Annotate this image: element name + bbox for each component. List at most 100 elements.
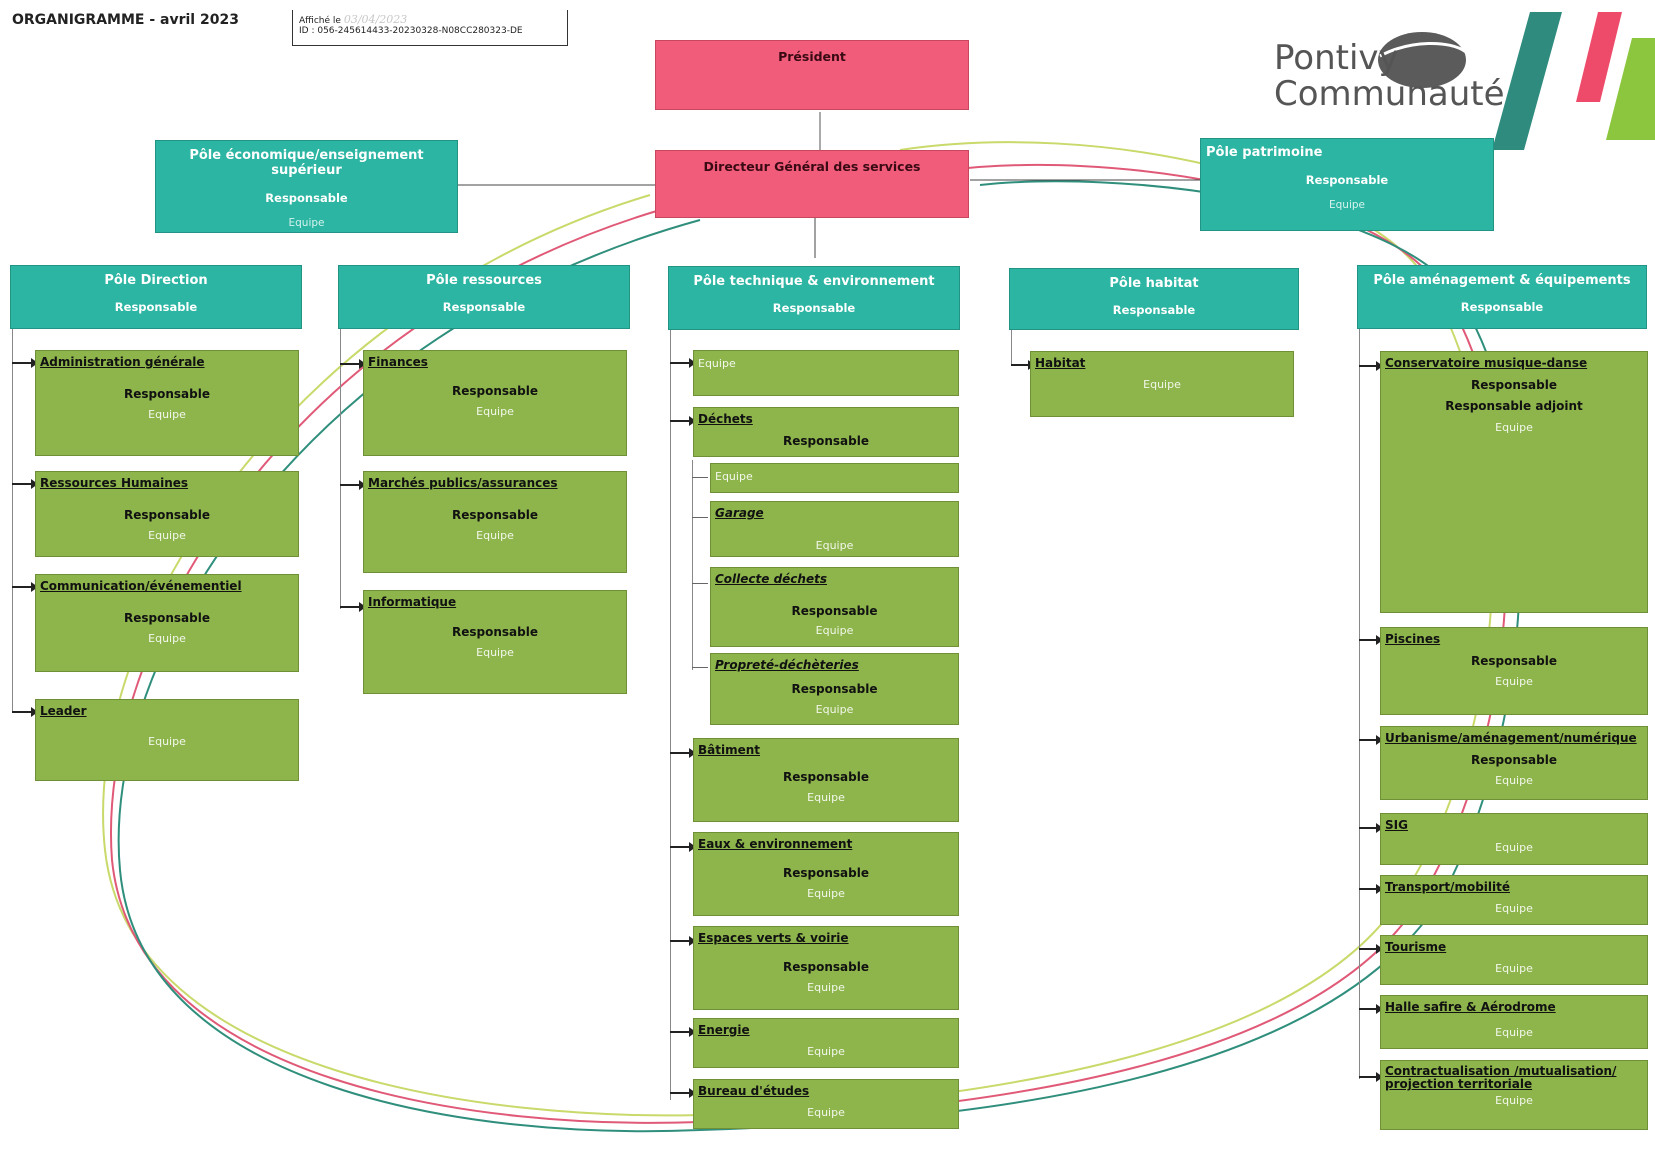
dgs-label: Directeur Général des services: [703, 159, 921, 174]
service-resp: Responsable: [452, 508, 538, 522]
service-resp: Responsable: [452, 384, 538, 398]
service-garage: Garage Equipe: [710, 501, 959, 557]
service-equipe: Equipe: [1495, 675, 1533, 688]
dechets-equipe-box: Equipe: [710, 463, 959, 493]
service-urbanisme: Urbanisme/aménagement/numérique Responsa…: [1380, 726, 1648, 800]
service-informatique: Informatique Responsable Equipe: [363, 590, 627, 694]
page-title: ORGANIGRAMME - avril 2023: [12, 12, 239, 28]
service-name: Habitat: [1035, 356, 1086, 370]
service-piscines: Piscines Responsable Equipe: [1380, 627, 1648, 715]
service-name: Informatique: [368, 595, 457, 609]
service-name-line1: Contractualisation /mutualisation/: [1385, 1064, 1617, 1078]
service-habitat: Habitat Equipe: [1030, 351, 1294, 417]
service-resp: Responsable: [783, 770, 869, 784]
president-label: Président: [778, 49, 846, 64]
service-equipe: Equipe: [476, 405, 514, 418]
service-name: Bureau d'études: [698, 1084, 810, 1098]
service-resp: Responsable: [783, 866, 869, 880]
service-name: Espaces verts & voirie: [698, 931, 849, 945]
pole-economique-resp: Responsable: [265, 191, 348, 205]
president-box: Président: [655, 40, 969, 110]
service-finances: Finances Responsable Equipe: [363, 350, 627, 456]
service-name: Ressources Humaines: [40, 476, 189, 490]
service-equipe: Equipe: [807, 981, 845, 994]
service-equipe: Equipe: [1495, 774, 1533, 787]
service-name: Marchés publics/assurances: [368, 476, 558, 490]
service-contractualisation: Contractualisation /mutualisation/ proje…: [1380, 1060, 1648, 1130]
pole-ressources-box: Pôle ressources Responsable: [338, 265, 630, 329]
service-equipe: Equipe: [1143, 378, 1181, 391]
service-marches-publics: Marchés publics/assurances Responsable E…: [363, 471, 627, 573]
pole-direction-resp: Responsable: [114, 300, 198, 314]
service-name: Communication/événementiel: [40, 579, 242, 593]
service-resp: Responsable: [124, 387, 210, 401]
service-equipe: Equipe: [1495, 902, 1533, 915]
service-name: Administration générale: [40, 355, 205, 369]
service-name-line2: projection territoriale: [1385, 1077, 1533, 1091]
stamp-label: Affiché le: [299, 16, 341, 26]
service-espaces-verts: Espaces verts & voirie Responsable Equip…: [693, 926, 959, 1010]
pole-technique-resp: Responsable: [772, 301, 856, 315]
service-name: Piscines: [1385, 632, 1441, 646]
service-name: Déchets: [698, 412, 753, 426]
service-equipe: Equipe: [148, 408, 186, 421]
service-name: Bâtiment: [698, 743, 761, 757]
pole-technique-title: Pôle technique & environnement: [693, 274, 935, 289]
service-name: Eaux & environnement: [698, 837, 853, 851]
service-equipe: Equipe: [1495, 841, 1533, 854]
service-resp: Responsable: [124, 508, 210, 522]
service-equipe: Equipe: [815, 624, 854, 637]
pole-amenagement-title: Pôle aménagement & équipements: [1373, 273, 1631, 288]
stamp-id: ID : 056-245614433-20230328-N08CC280323-…: [299, 26, 523, 36]
service-name: Garage: [715, 506, 764, 520]
logo-stripe-pink: [1576, 12, 1622, 102]
service-equipe: Equipe: [1495, 962, 1533, 975]
service-equipe: Equipe: [807, 887, 845, 900]
service-name: Collecte déchets: [715, 572, 827, 586]
service-equipe: Equipe: [1495, 1026, 1533, 1039]
service-conservatoire: Conservatoire musique-danse Responsable …: [1380, 351, 1648, 613]
service-resp: Responsable: [1471, 378, 1557, 392]
service-equipe: Equipe: [815, 539, 854, 552]
service-equipe: Equipe: [807, 1045, 845, 1058]
pole-economique-equipe: Equipe: [288, 217, 325, 229]
service-equipe: Equipe: [815, 703, 854, 716]
service-tourisme: Tourisme Equipe: [1380, 935, 1648, 985]
logo-swirl: [1378, 32, 1466, 88]
logo-stripe-lime: [1606, 38, 1655, 140]
logo-line1: Pontivy: [1274, 38, 1399, 78]
dgs-box: Directeur Général des services: [655, 150, 969, 218]
service-equipe: Equipe: [1495, 1094, 1533, 1107]
service-name: Urbanisme/aménagement/numérique: [1385, 731, 1637, 745]
service-resp: Responsable: [791, 682, 878, 696]
service-name: Tourisme: [1385, 940, 1447, 954]
service-halle-safire: Halle safire & Aérodrome Equipe: [1380, 995, 1648, 1049]
service-batiment: Bâtiment Responsable Equipe: [693, 738, 959, 822]
service-name: SIG: [1385, 818, 1408, 832]
service-name: Halle safire & Aérodrome: [1385, 1000, 1556, 1014]
service-ressources-humaines: Ressources Humaines Responsable Equipe: [35, 471, 299, 557]
service-transport: Transport/mobilité Equipe: [1380, 875, 1648, 925]
service-equipe: Equipe: [148, 735, 186, 748]
pole-patrimoine-resp: Responsable: [1305, 173, 1389, 187]
pole-ressources-title: Pôle ressources: [426, 273, 542, 288]
pole-technique-box: Pôle technique & environnement Responsab…: [668, 266, 960, 330]
service-resp: Responsable: [791, 604, 878, 618]
service-name: Finances: [368, 355, 428, 369]
service-name: Transport/mobilité: [1385, 880, 1510, 894]
technique-equipe: Equipe: [698, 357, 736, 370]
technique-equipe-box: Equipe: [693, 350, 959, 396]
pole-patrimoine-box: Pôle patrimoine Responsable Equipe: [1200, 138, 1494, 231]
service-name: Conservatoire musique-danse: [1385, 356, 1588, 370]
service-communication: Communication/événementiel Responsable E…: [35, 574, 299, 672]
service-sig: SIG Equipe: [1380, 813, 1648, 865]
service-equipe: Equipe: [476, 646, 514, 659]
service-equipe: Equipe: [148, 632, 186, 645]
service-equipe: Equipe: [1495, 421, 1533, 434]
service-leader: Leader Equipe: [35, 699, 299, 781]
service-resp: Responsable: [783, 434, 869, 448]
service-resp: Responsable: [452, 625, 538, 639]
affichage-stamp: Affiché le 03/04/2023 ID : 056-245614433…: [292, 10, 568, 46]
logo: Pontivy Communauté: [1274, 40, 1505, 112]
